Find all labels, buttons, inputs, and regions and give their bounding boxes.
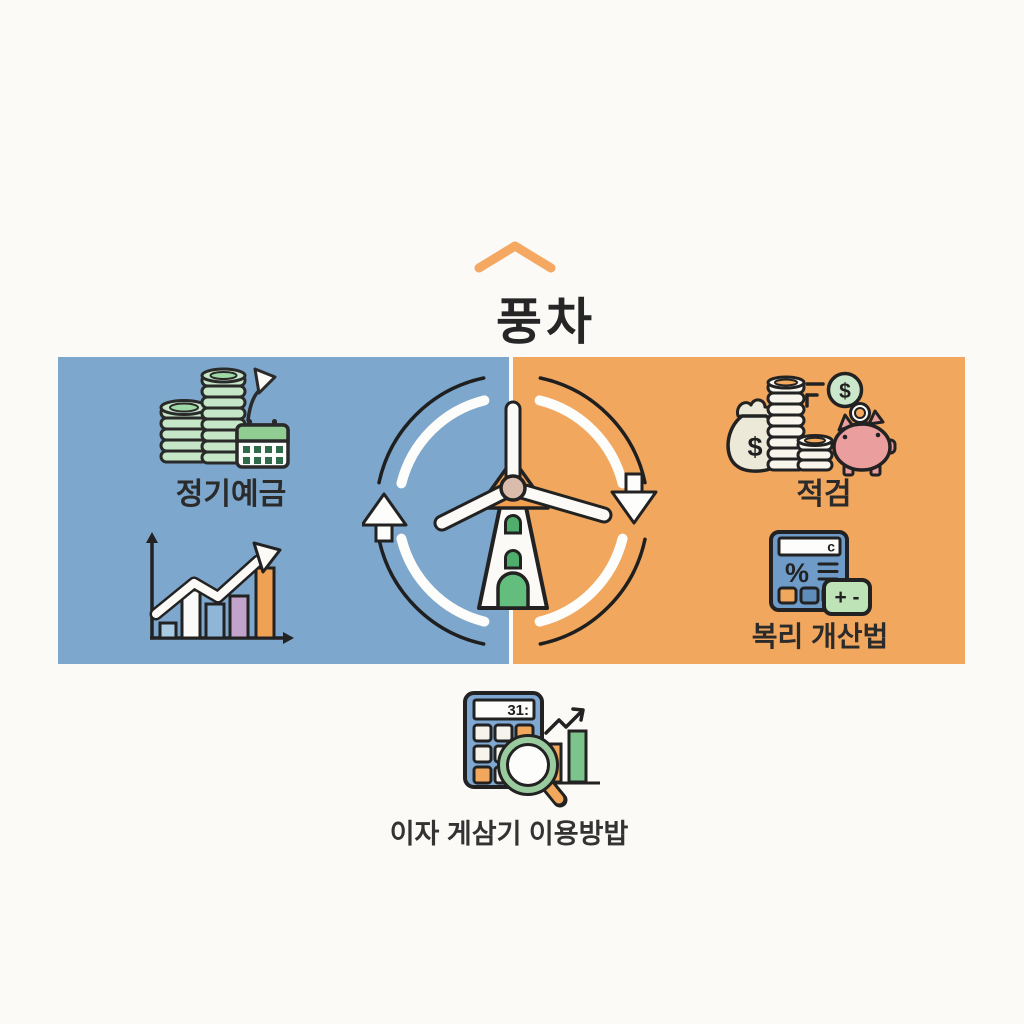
savings-label: 적검: [796, 478, 852, 511]
page-title: 풍차: [496, 294, 596, 350]
dollar-coin-icon: $: [826, 371, 864, 409]
trend-arrow: [149, 541, 282, 621]
chart-bars: [158, 566, 276, 640]
calculator-magnifier-chart-icon: 31:: [463, 691, 600, 808]
growth-curved-arrow-icon: [246, 367, 277, 422]
windmill-blades: [433, 400, 613, 532]
interest-calculator-display-text: 31:: [507, 702, 529, 719]
deposit-label: 정기예금: [175, 478, 287, 511]
money-bag-coins-piggy-icon: $ $: [726, 371, 897, 477]
coin-stack-right: [200, 367, 247, 465]
rising-bar-chart-icon: [146, 532, 294, 644]
falling-coin-icon: [849, 402, 871, 424]
money-bag-dollar: $: [747, 432, 762, 462]
dollar-coin-symbol: $: [839, 380, 851, 403]
cycle-outer-arcs: [377, 376, 647, 646]
usage-guide-label: 이자 게삼기 이용방밥: [389, 819, 629, 849]
cycle-down-arrow: [610, 472, 658, 525]
chevron-up-icon: [474, 241, 556, 273]
windmill-hub: [499, 474, 527, 502]
coin-stacks-calendar-icon: [159, 367, 290, 469]
windmill-cycle-icon: [362, 376, 658, 646]
percent-calculator-icon: c % + -: [769, 530, 872, 616]
cycle-inner-arcs: [396, 395, 628, 627]
magnifier-icon: [497, 734, 568, 808]
windmill: [433, 400, 613, 610]
percent-symbol: %: [785, 558, 809, 588]
calendar-icon: [235, 419, 290, 469]
compound-interest-label: 복리 개산법: [751, 621, 889, 652]
piggy-bank-icon: [832, 409, 897, 477]
plus-minus-text: + -: [834, 586, 859, 609]
calculator-display-text: c: [827, 539, 835, 555]
cycle-up-arrow: [362, 492, 408, 543]
deposit-panel: [58, 357, 512, 664]
plus-minus-plate: + -: [822, 578, 872, 616]
spark-mark: [805, 382, 825, 408]
